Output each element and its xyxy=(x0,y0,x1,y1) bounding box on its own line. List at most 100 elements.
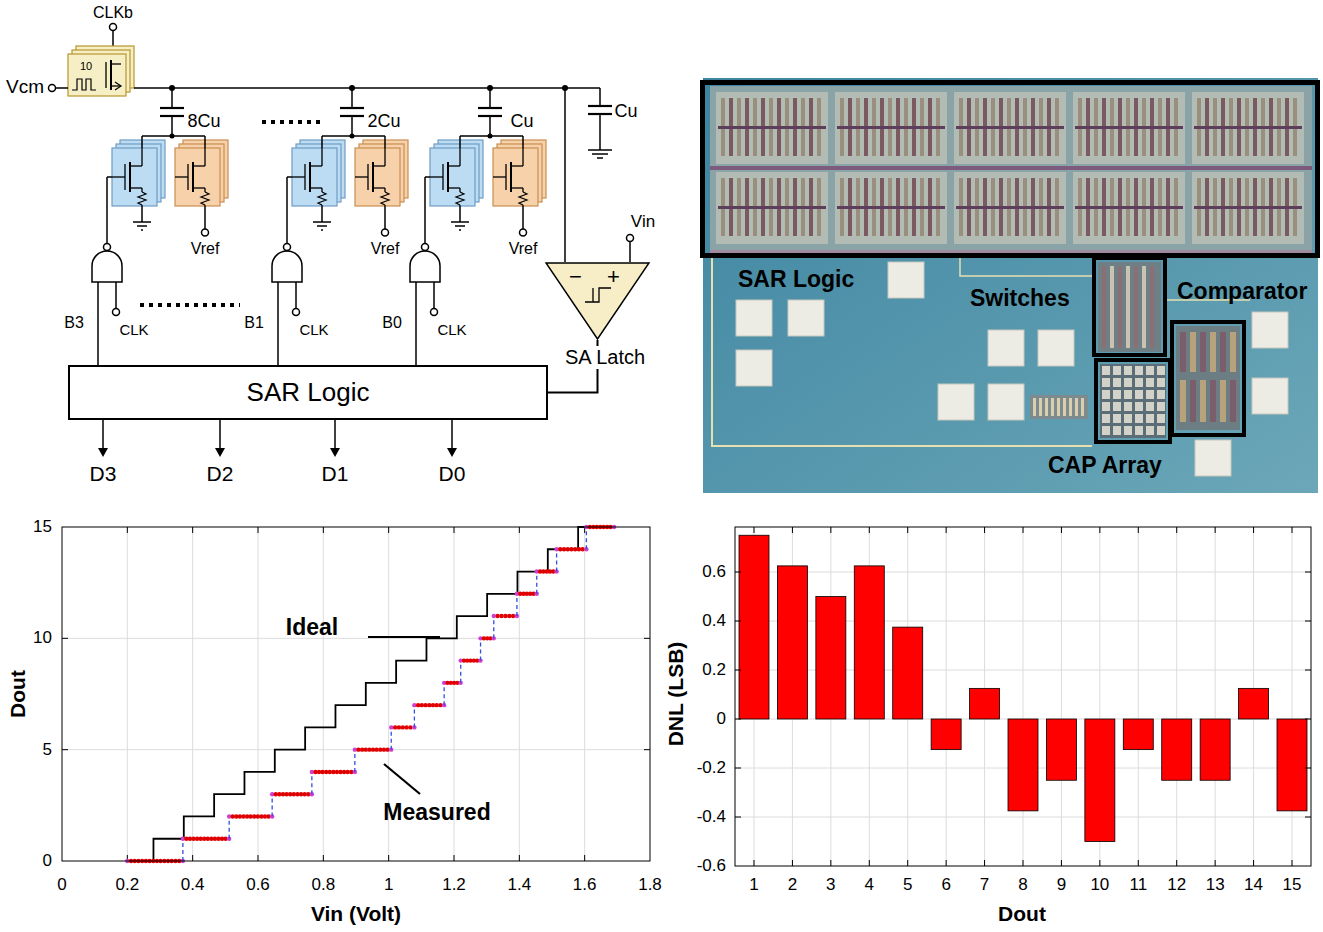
transfer-curve-chart-part xyxy=(182,839,183,861)
tick-label: 8 xyxy=(1018,875,1027,895)
bit-cell-part xyxy=(448,187,460,188)
bit-cell-part xyxy=(141,229,143,231)
die-photo-part xyxy=(1135,366,1143,375)
adc-schematic-part xyxy=(215,448,225,457)
transfer-curve-chart-part xyxy=(511,614,515,618)
dnl-bar-chart-part xyxy=(1008,719,1038,811)
sampling-switch-part xyxy=(115,82,121,90)
die-photo-part xyxy=(1102,426,1110,435)
die-photo-part xyxy=(716,172,828,244)
axis-title: Vin (Volt) xyxy=(311,902,401,926)
bit-cell-part xyxy=(351,116,353,136)
tick-label: 15 xyxy=(1283,875,1302,895)
dnl-bar-chart-part xyxy=(1099,860,1100,866)
transfer-curve-chart-part xyxy=(460,661,461,683)
adc-schematic-part xyxy=(56,87,69,89)
transfer-curve-chart-part xyxy=(192,527,193,533)
signal-label: Cu xyxy=(510,111,533,132)
die-photo-part xyxy=(1118,266,1122,348)
bit-cell xyxy=(410,88,546,365)
die-photo-part xyxy=(1200,332,1206,372)
die-photo-part xyxy=(1146,378,1154,387)
bit-cell-part xyxy=(318,192,326,205)
bit-cell-part xyxy=(170,134,175,139)
axis-title: DNL (LSB) xyxy=(664,642,688,747)
adc-schematic-part xyxy=(262,120,322,124)
transfer-curve-chart-part xyxy=(404,725,408,729)
tick-label: 1 xyxy=(384,875,393,895)
bit-cell-part xyxy=(124,164,125,190)
bit-cell-part xyxy=(422,244,429,251)
transfer-curve-chart-part xyxy=(519,855,520,861)
die-photo-part xyxy=(1220,380,1226,422)
bit-cell-part xyxy=(384,188,385,192)
bit-cell-part xyxy=(321,148,322,166)
bit-cell-part xyxy=(293,309,300,316)
adc-schematic-part xyxy=(102,420,104,450)
bit-cell-part xyxy=(310,187,322,188)
dnl-bar-chart-part xyxy=(1099,527,1100,533)
die-photo-part xyxy=(736,300,772,336)
dnl-bar-chart-part xyxy=(1176,860,1177,866)
die-photo-part xyxy=(1039,398,1042,416)
transfer-curve-chart-part xyxy=(519,527,520,861)
die-photo-part xyxy=(1075,126,1183,129)
die-photo-part xyxy=(1142,266,1146,348)
dnl-bar-chart-part xyxy=(854,566,884,719)
transfer-curve-chart-part xyxy=(586,527,587,549)
signal-label: 8Cu xyxy=(187,111,220,132)
die-photo-part xyxy=(956,126,1064,129)
transfer-curve-chart-part xyxy=(323,855,324,861)
transfer-curve-chart-part xyxy=(368,636,440,638)
tick-label: 0 xyxy=(717,709,726,729)
die-photo-part xyxy=(1210,332,1216,372)
die-photo-part xyxy=(1135,402,1143,411)
block-label: Switches xyxy=(970,285,1070,311)
bit-cell-part xyxy=(310,165,322,166)
transfer-curve-chart-part xyxy=(493,616,494,638)
die-photo-part xyxy=(888,262,924,298)
die-photo-part xyxy=(1200,380,1206,422)
bit-cell-part xyxy=(321,229,323,231)
dnl-bar-chart-part xyxy=(777,566,807,719)
bit-cell-part xyxy=(295,282,297,309)
bit-cell-part xyxy=(493,176,506,177)
die-photo-part xyxy=(1124,390,1132,399)
tick-label: 0.2 xyxy=(702,660,726,680)
die-photo-part xyxy=(1113,378,1121,387)
signal-label: B3 xyxy=(64,314,84,332)
adc-schematic-part xyxy=(592,153,608,155)
tick-label: 1.2 xyxy=(442,875,466,895)
die-photo-part xyxy=(1073,92,1185,164)
bit-cell-part xyxy=(115,282,117,309)
tick-label: 14 xyxy=(1244,875,1263,895)
die-photo-part xyxy=(703,78,1318,493)
transfer-curve-chart-part xyxy=(644,749,650,750)
die-photo-part xyxy=(1100,364,1166,438)
bit-cell-part xyxy=(519,192,527,205)
bit-cell-part xyxy=(415,282,417,365)
bit-cell-part xyxy=(489,116,491,136)
dnl-bar-chart-part xyxy=(735,817,1311,818)
signal-label: Cu xyxy=(614,101,637,122)
tick-label: 7 xyxy=(980,875,989,895)
die-photo-part xyxy=(1051,398,1054,416)
tick-label: 0 xyxy=(43,851,52,871)
dnl-bar-chart-part xyxy=(1305,572,1311,573)
die-photo-part xyxy=(1126,266,1130,348)
die-photo-part xyxy=(1124,378,1132,387)
die-photo-part xyxy=(1157,402,1165,411)
hysteresis-symbol xyxy=(585,288,611,302)
dnl-bar-chart-part xyxy=(1176,527,1177,866)
signal-label: CLK xyxy=(437,321,466,338)
signal-label: D3 xyxy=(90,462,117,486)
axis-title: Dout xyxy=(998,902,1046,926)
transfer-curve-chart-part xyxy=(127,527,584,861)
tick-label: 3 xyxy=(826,875,835,895)
die-photo-part xyxy=(1157,414,1165,423)
block-label: SAR Logic xyxy=(247,378,370,408)
die-photo-part xyxy=(1113,426,1121,435)
dnl-bar-chart-part xyxy=(1023,527,1024,533)
transfer-curve-chart-part xyxy=(127,527,128,533)
